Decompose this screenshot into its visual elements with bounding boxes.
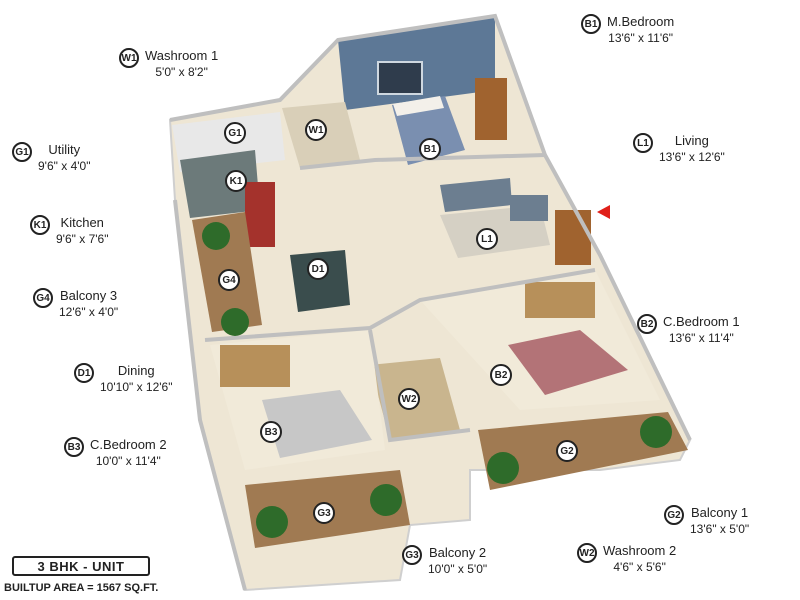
tag-g4: G4 <box>218 269 240 291</box>
legend-g2: G2 Balcony 1 13'6" x 5'0" <box>664 505 749 537</box>
bedroom1-wardrobe <box>525 282 595 318</box>
tag-b2: B2 <box>490 364 512 386</box>
plants <box>202 222 672 538</box>
legend-g4-badge: G4 <box>33 288 53 308</box>
legend-g4-dim: 12'6" x 4'0" <box>59 305 119 319</box>
legend-w1-dim: 5'0" x 8'2" <box>155 65 208 79</box>
refrigerator <box>245 182 275 247</box>
legend-w2: W2 Washroom 2 4'6" x 5'6" <box>577 543 676 575</box>
balcony1-floor <box>478 412 688 490</box>
legend-b2-dim: 13'6" x 11'4" <box>668 331 734 345</box>
tag-g3: G3 <box>313 502 335 524</box>
tag-w1: W1 <box>305 119 327 141</box>
living-armchair <box>510 195 548 221</box>
legend-g4-name: Balcony 3 <box>60 288 118 303</box>
legend-b2-badge: B2 <box>637 314 657 334</box>
bedroom2-bed <box>262 390 372 458</box>
legend-g1: G1 Utility 9'6" x 4'0" <box>12 142 90 174</box>
legend-b2: B2 C.Bedroom 1 13'6" x 11'4" <box>637 314 740 346</box>
legend-b1-dim: 13'6" x 11'6" <box>608 31 674 45</box>
tag-k1: K1 <box>225 170 247 192</box>
legend-g3-name: Balcony 2 <box>429 545 487 560</box>
master-bedroom-window <box>377 61 423 95</box>
bedroom2-wardrobe <box>220 345 290 387</box>
legend-l1-name: Living <box>674 133 709 148</box>
legend-g3-dim: 10'0" x 5'0" <box>428 562 488 576</box>
master-wardrobe <box>475 78 507 140</box>
legend-g1-dim: 9'6" x 4'0" <box>38 159 91 173</box>
walls <box>169 13 692 591</box>
tag-l1: L1 <box>476 228 498 250</box>
legend-b3-name: C.Bedroom 2 <box>90 437 167 452</box>
tag-d1: D1 <box>307 258 329 280</box>
legend-g2-name: Balcony 1 <box>691 505 749 520</box>
legend-l1: L1 Living 13'6" x 12'6" <box>633 133 725 165</box>
legend-b3-dim: 10'0" x 11'4" <box>95 454 161 468</box>
legend-w2-name: Washroom 2 <box>603 543 677 558</box>
legend-k1-badge: K1 <box>30 215 50 235</box>
legend-b1-badge: B1 <box>581 14 601 34</box>
legend-d1-dim: 10'10" x 12'6" <box>100 380 173 394</box>
legend-g3-badge: G3 <box>402 545 422 565</box>
legend-d1-name: Dining <box>117 363 155 378</box>
entry-door <box>555 210 591 265</box>
bedroom1-bed <box>508 330 628 395</box>
legend-d1-badge: D1 <box>74 363 94 383</box>
tag-b1: B1 <box>419 138 441 160</box>
dining-table <box>290 250 350 312</box>
legend-w1-name: Washroom 1 <box>145 48 219 63</box>
legend-g4: G4 Balcony 3 12'6" x 4'0" <box>33 288 118 320</box>
legend-l1-badge: L1 <box>633 133 653 153</box>
legend-b2-name: C.Bedroom 1 <box>663 314 740 329</box>
tag-b3: B3 <box>260 421 282 443</box>
legend-w1: W1 Washroom 1 5'0" x 8'2" <box>119 48 218 80</box>
tag-g1: G1 <box>224 122 246 144</box>
legend-k1-dim: 9'6" x 7'6" <box>56 232 109 246</box>
legend-b1: B1 M.Bedroom 13'6" x 11'6" <box>581 14 674 46</box>
legend-g1-name: Utility <box>48 142 81 157</box>
master-bed-pillows <box>393 96 444 116</box>
legend-k1-name: Kitchen <box>60 215 104 230</box>
living-sofa <box>440 178 512 212</box>
legend-w2-dim: 4'6" x 5'6" <box>613 560 666 574</box>
legend-g1-badge: G1 <box>12 142 32 162</box>
legend-d1: D1 Dining 10'10" x 12'6" <box>74 363 173 395</box>
legend-w2-badge: W2 <box>577 543 597 563</box>
legend-w1-badge: W1 <box>119 48 139 68</box>
legend-l1-dim: 13'6" x 12'6" <box>659 150 725 164</box>
entry-arrow <box>597 205 610 219</box>
legend-g2-dim: 13'6" x 5'0" <box>690 522 750 536</box>
legend-b3: B3 C.Bedroom 2 10'0" x 11'4" <box>64 437 167 469</box>
legend-k1: K1 Kitchen 9'6" x 7'6" <box>30 215 108 247</box>
unit-type-label: 3 BHK - UNIT <box>12 556 150 576</box>
legend-b1-name: M.Bedroom <box>607 14 675 29</box>
kitchen-counter <box>180 150 260 218</box>
tag-g2: G2 <box>556 440 578 462</box>
tag-w2: W2 <box>398 388 420 410</box>
legend-g2-badge: G2 <box>664 505 684 525</box>
legend-b3-badge: B3 <box>64 437 84 457</box>
builtup-area-label: BUILTUP AREA = 1567 SQ.FT. <box>4 582 159 594</box>
legend-g3: G3 Balcony 2 10'0" x 5'0" <box>402 545 487 577</box>
